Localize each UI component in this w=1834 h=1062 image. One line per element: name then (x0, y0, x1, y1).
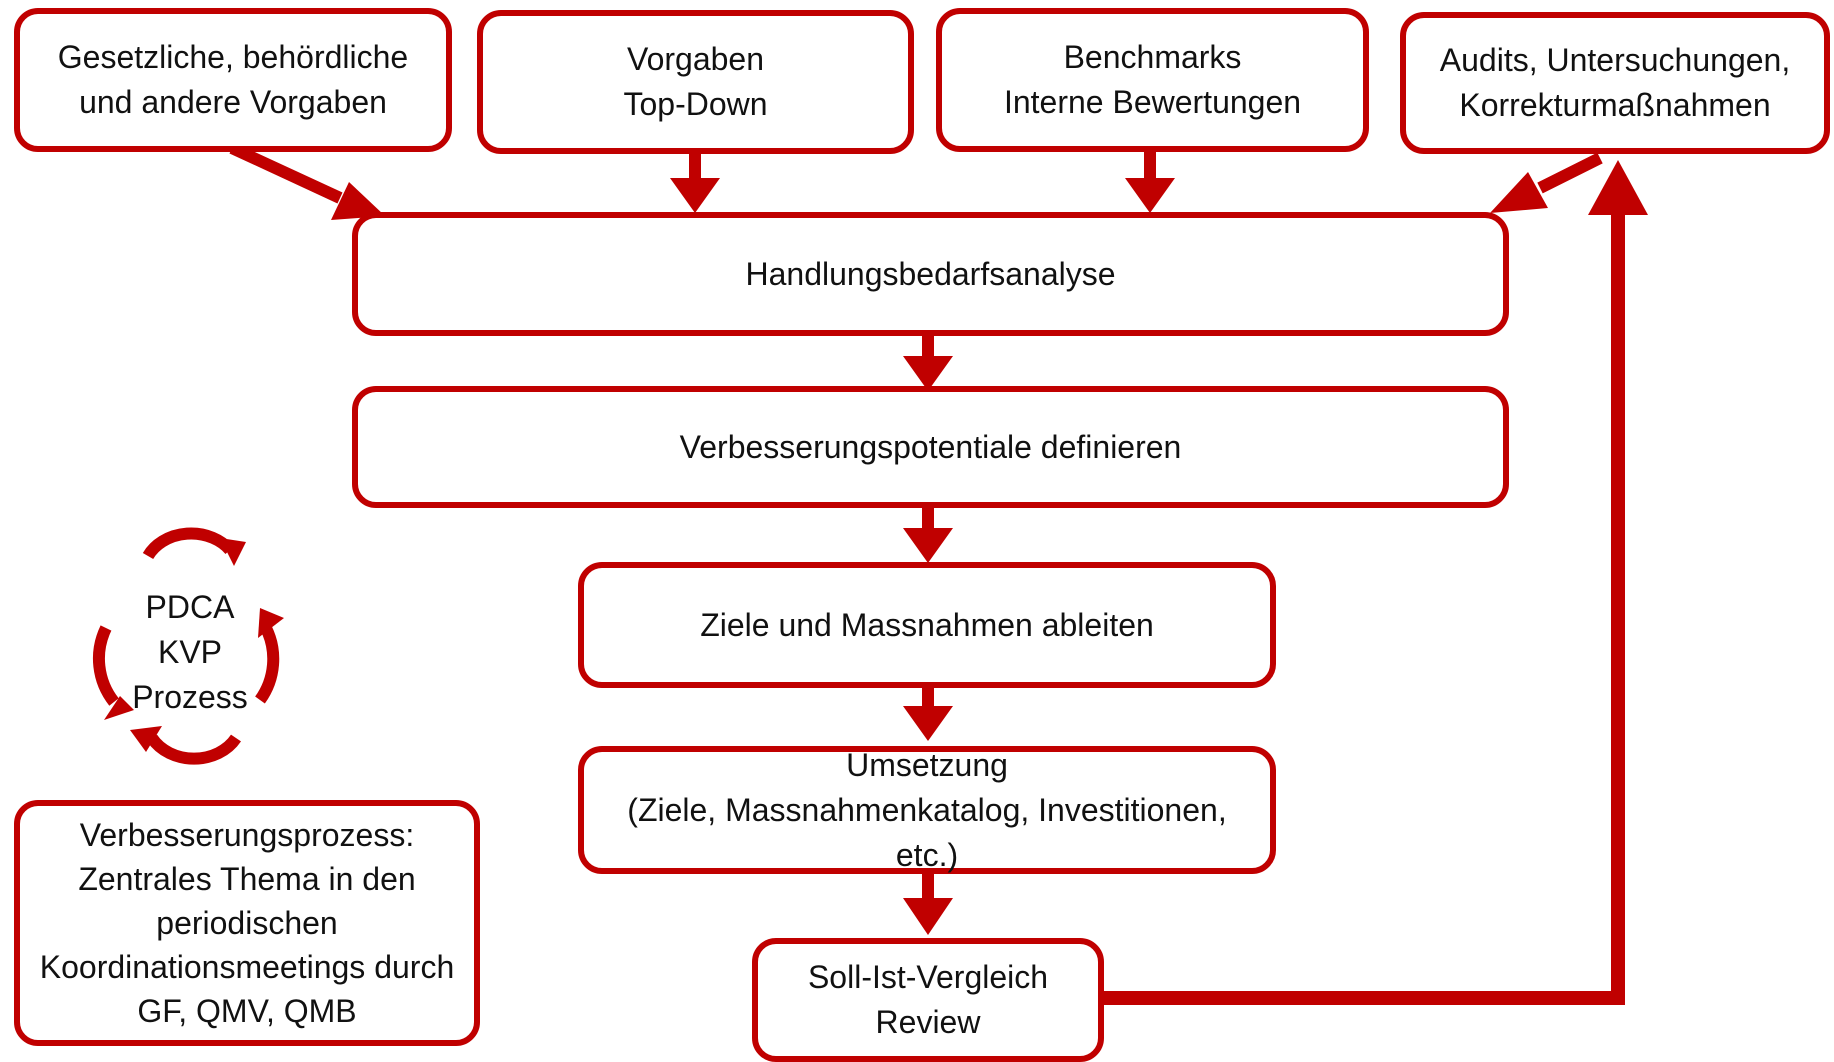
pdca-line-3: Prozess (132, 679, 248, 715)
arrow-audits-to-analysis (1490, 152, 1603, 213)
arrow-legal-to-analysis (229, 142, 385, 220)
input-benchmarks-line-1: Benchmarks (1063, 39, 1242, 75)
step-review-line-1: Soll-Ist-Vergleich (807, 959, 1049, 995)
arrow-implementation-to-review (903, 872, 953, 935)
input-box-benchmarks: Benchmarks Interne Bewertungen (936, 8, 1369, 152)
step-improvement-potentials-label: Verbesserungspotentiale definieren (679, 428, 1182, 465)
step-review-line-2: Review (875, 1004, 981, 1040)
step-implementation-line-2: (Ziele, Massnahmenkatalog, Investitionen… (627, 791, 1227, 828)
input-legal-line-1: Gesetzliche, behördliche (57, 39, 409, 75)
input-box-audits: Audits, Untersuchungen, Korrekturmaßnahm… (1400, 12, 1830, 154)
step-implementation-line-3: etc.) (895, 836, 959, 873)
note-line-5: GF, QMV, QMB (137, 993, 357, 1029)
pdca-cycle-icon (92, 527, 284, 765)
step-needs-analysis: Handlungsbedarfsanalyse (352, 212, 1509, 336)
note-line-4: Koordinationsmeetings durch (39, 949, 455, 985)
input-benchmarks-line-2: Interne Bewertungen (1003, 84, 1302, 120)
note-line-3: periodischen (156, 905, 338, 941)
note-line-2: Zentrales Thema in den (78, 861, 416, 897)
arrow-analysis-to-potentials (903, 333, 953, 391)
pdca-line-1: PDCA (145, 589, 235, 625)
arrow-review-to-audits (1100, 160, 1648, 1005)
step-goals-measures-label: Ziele und Massnahmen ableiten (700, 606, 1154, 643)
note-line-1: Verbesserungsprozess: (79, 817, 415, 853)
arrow-potentials-to-goals (903, 505, 953, 563)
input-topdown-line-2: Top-Down (623, 86, 768, 122)
input-legal-line-2: und andere Vorgaben (79, 84, 387, 120)
input-audits-line-2: Korrekturmaßnahmen (1459, 87, 1771, 123)
input-topdown-line-1: Vorgaben (626, 41, 764, 77)
step-improvement-potentials: Verbesserungspotentiale definieren (352, 386, 1509, 508)
input-box-top-down: Vorgaben Top-Down (477, 10, 914, 154)
step-needs-analysis-label: Handlungsbedarfsanalyse (745, 255, 1116, 292)
step-implementation-line-1: Umsetzung (846, 746, 1008, 783)
input-box-legal-requirements: Gesetzliche, behördliche und andere Vorg… (14, 8, 452, 152)
step-target-actual-review: Soll-Ist-Vergleich Review (752, 938, 1104, 1062)
arrow-benchmarks-to-analysis (1125, 150, 1175, 213)
arrow-topdown-to-analysis (670, 150, 720, 213)
arrow-goals-to-implementation (903, 685, 953, 741)
note-improvement-process: Verbesserungsprozess: Zentrales Thema in… (14, 800, 480, 1046)
pdca-label: PDCA KVP Prozess (100, 585, 280, 720)
input-audits-line-1: Audits, Untersuchungen, (1439, 42, 1791, 78)
pdca-line-2: KVP (157, 634, 223, 670)
step-implementation: Umsetzung (Ziele, Massnahmenkatalog, Inv… (578, 746, 1276, 874)
step-goals-measures: Ziele und Massnahmen ableiten (578, 562, 1276, 688)
